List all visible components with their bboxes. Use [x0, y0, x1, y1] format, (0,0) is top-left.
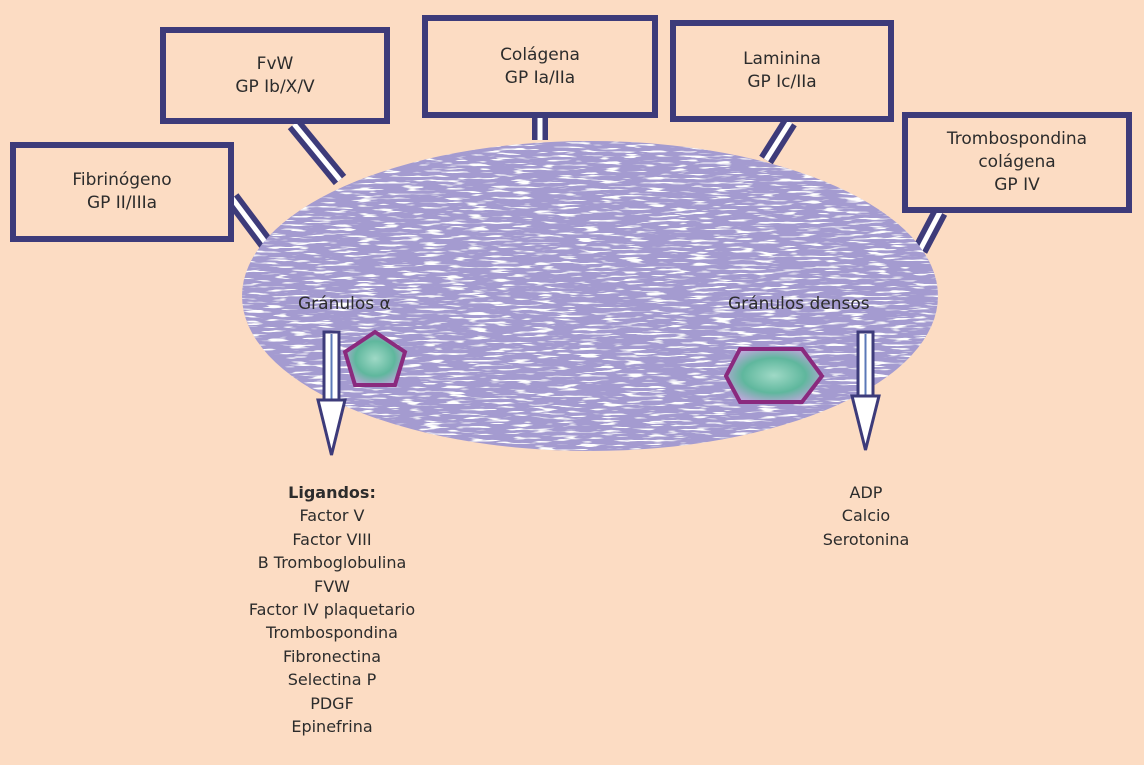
receptor-ligand: Trombospondina: [947, 128, 1087, 151]
dense-item: Calcio: [806, 504, 926, 527]
ligand-item: B Tromboglobulina: [232, 551, 432, 574]
receptor-glycoprotein: GP II/IIIa: [87, 192, 157, 215]
receptor-box-trombospondina: Trombospondina colágena GP IV: [902, 112, 1132, 213]
receptor-ligand-secondary: colágena: [978, 151, 1055, 174]
dense-granule-contents: ADP Calcio Serotonina: [806, 481, 926, 551]
ligand-item: Factor VIII: [232, 528, 432, 551]
receptor-glycoprotein: GP Ib/X/V: [235, 76, 314, 99]
ligand-item: Factor IV plaquetario: [232, 598, 432, 621]
ligand-item: Trombospondina: [232, 621, 432, 644]
ligand-item: Epinefrina: [232, 715, 432, 738]
receptor-box-fibrinogeno: Fibrinógeno GP II/IIIa: [10, 142, 234, 242]
receptor-box-colagena: Colágena GP Ia/IIa: [422, 15, 658, 118]
receptor-glycoprotein: GP Ia/IIa: [505, 67, 575, 90]
dense-item: ADP: [806, 481, 926, 504]
receptor-glycoprotein: GP IV: [994, 174, 1039, 197]
alpha-granule-contents: Ligandos: Factor V Factor VIII B Trombog…: [232, 481, 432, 738]
ligand-item: Fibronectina: [232, 645, 432, 668]
ligands-heading: Ligandos:: [232, 481, 432, 504]
receptor-box-fvw: FvW GP Ib/X/V: [160, 27, 390, 124]
ligand-item: Factor V: [232, 504, 432, 527]
dense-granules-label: Gránulos densos: [728, 294, 870, 314]
receptor-glycoprotein: GP Ic/IIa: [747, 71, 816, 94]
receptor-ligand: Fibrinógeno: [72, 169, 171, 192]
dense-granule-icon: [726, 349, 822, 402]
receptor-ligand: Laminina: [743, 48, 821, 71]
receptor-box-laminina: Laminina GP Ic/IIa: [670, 20, 894, 122]
alpha-granules-label: Gránulos α: [298, 294, 391, 314]
ligand-item: Selectina P: [232, 668, 432, 691]
receptor-ligand: FvW: [257, 53, 294, 76]
ligand-item: FVW: [232, 575, 432, 598]
ligand-item: PDGF: [232, 692, 432, 715]
dense-item: Serotonina: [806, 528, 926, 551]
receptor-ligand: Colágena: [500, 44, 580, 67]
